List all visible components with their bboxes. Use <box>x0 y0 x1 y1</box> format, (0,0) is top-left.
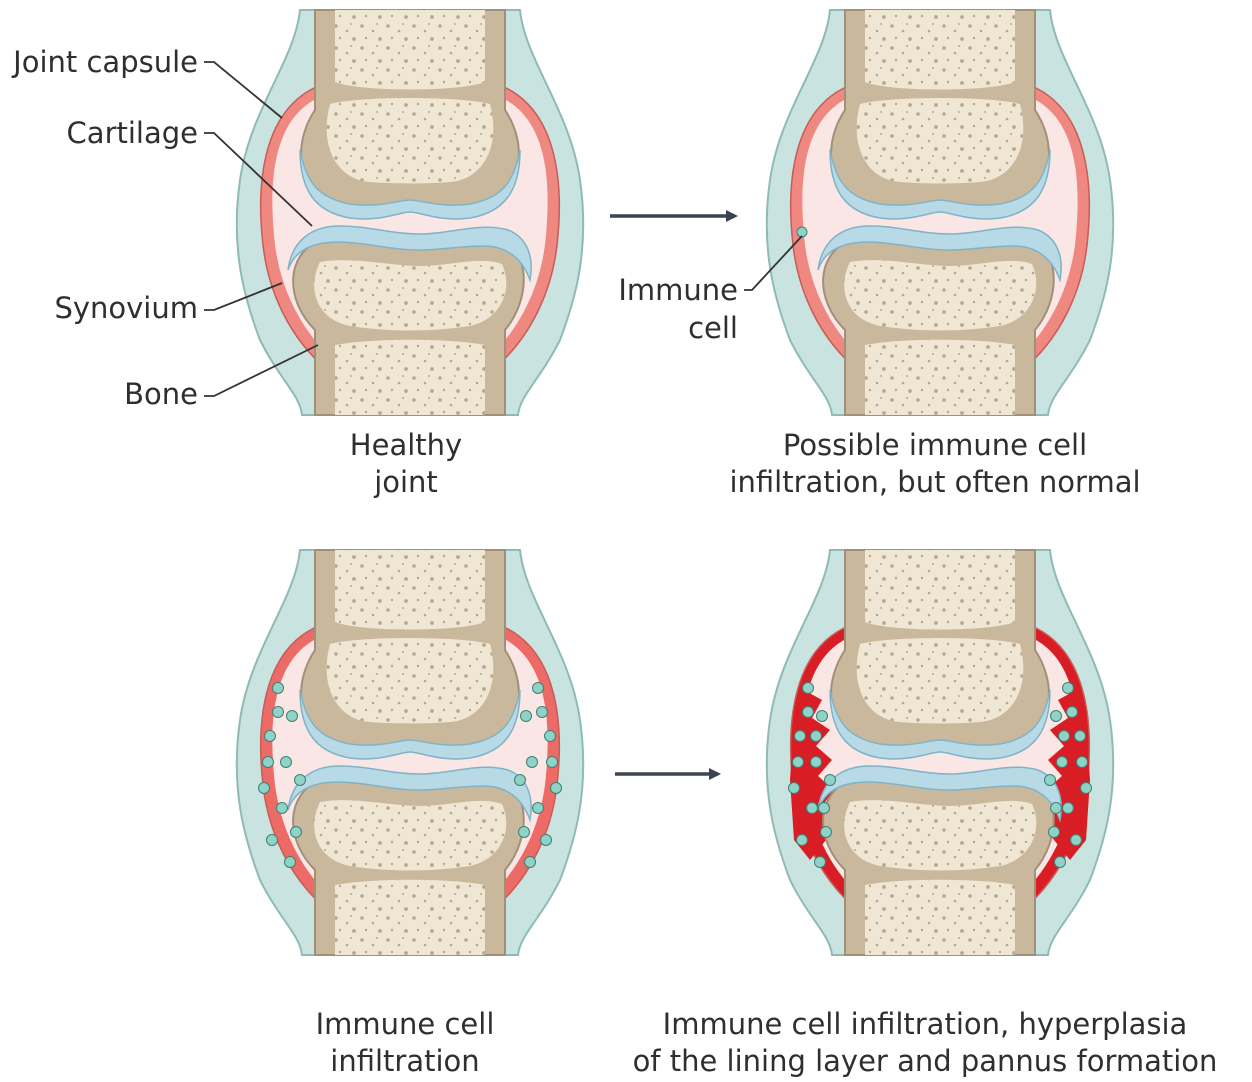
joint-panel-pannus <box>767 550 1113 955</box>
lower-marrow-texture <box>335 340 485 415</box>
immune-cell <box>527 757 538 768</box>
immune-cell <box>1081 783 1092 794</box>
caption-pannus-line1: Immune cell infiltration, hyperplasia <box>663 1007 1188 1041</box>
immune-cell <box>545 731 556 742</box>
immune-cell <box>1057 757 1068 768</box>
immune-cell <box>295 775 306 786</box>
caption-healthy-line1: Healthy <box>350 428 462 462</box>
immune-cell <box>521 711 532 722</box>
immune-cell <box>547 757 558 768</box>
immune-cell <box>259 783 270 794</box>
immune-cell <box>533 803 544 814</box>
joint-panel-early <box>767 10 1113 415</box>
immune-cell <box>803 683 814 694</box>
lower-epiphysis-texture <box>844 800 1036 870</box>
immune-cell <box>515 775 526 786</box>
immune-cell <box>811 757 822 768</box>
joint-panel-infiltration <box>237 550 583 955</box>
upper-epiphysis-texture <box>327 98 494 184</box>
immune-cell <box>797 835 808 846</box>
immune-cell <box>807 803 818 814</box>
immune-cell <box>803 707 814 718</box>
upper-epiphysis-texture <box>857 638 1024 724</box>
immune-cell <box>1059 731 1070 742</box>
caption-healthy-line2: joint <box>373 465 438 499</box>
upper-marrow-texture <box>865 10 1015 90</box>
immune-cell <box>287 711 298 722</box>
immune-cell <box>811 731 822 742</box>
lower-marrow-texture <box>865 340 1015 415</box>
immune-cell <box>819 803 830 814</box>
label-joint-capsule: Joint capsule <box>11 45 198 79</box>
upper-epiphysis-texture <box>857 98 1024 184</box>
immune-cell <box>1051 803 1062 814</box>
upper-epiphysis-texture <box>327 638 494 724</box>
immune-cell <box>793 757 804 768</box>
immune-cell <box>1075 731 1086 742</box>
immune-cell <box>265 731 276 742</box>
immune-cell <box>273 683 284 694</box>
lower-epiphysis-texture <box>844 260 1036 330</box>
immune-cell <box>519 827 530 838</box>
caption-early-line1: Possible immune cell <box>783 428 1087 462</box>
upper-marrow-texture <box>335 550 485 630</box>
immune-cell <box>541 835 552 846</box>
immune-cell <box>525 857 536 868</box>
immune-cell <box>285 857 296 868</box>
label-bone: Bone <box>124 377 198 411</box>
label-immune-cell-line2: cell <box>688 311 738 345</box>
immune-cell <box>797 227 807 237</box>
immune-cell <box>281 757 292 768</box>
immune-cell <box>551 783 562 794</box>
immune-cell <box>263 757 274 768</box>
immune-cell <box>1071 835 1082 846</box>
immune-cell <box>815 857 826 868</box>
immune-cell <box>789 783 800 794</box>
label-synovium: Synovium <box>54 291 198 325</box>
immune-cell <box>825 775 836 786</box>
immune-cell <box>1063 683 1074 694</box>
lower-epiphysis-texture <box>314 260 506 330</box>
caption-infiltration-line2: infiltration <box>330 1044 479 1078</box>
immune-cell <box>1049 827 1060 838</box>
immune-cell <box>277 803 288 814</box>
label-cartilage: Cartilage <box>67 116 198 150</box>
upper-marrow-texture <box>335 10 485 90</box>
immune-cell <box>1077 757 1088 768</box>
immune-cell <box>267 835 278 846</box>
immune-cell <box>533 683 544 694</box>
joint-panel-healthy <box>237 10 583 415</box>
lower-epiphysis-texture <box>314 800 506 870</box>
immune-cell <box>817 711 828 722</box>
immune-cell <box>1051 711 1062 722</box>
caption-infiltration-line1: Immune cell <box>316 1007 495 1041</box>
immune-cell <box>1067 707 1078 718</box>
lower-marrow-texture <box>865 880 1015 955</box>
immune-cell <box>537 707 548 718</box>
immune-cell <box>291 827 302 838</box>
immune-cell <box>821 827 832 838</box>
immune-cell <box>795 731 806 742</box>
upper-marrow-texture <box>865 550 1015 630</box>
label-immune-cell-line1: Immune <box>618 273 738 307</box>
caption-early-line2: infiltration, but often normal <box>729 465 1140 499</box>
immune-cell <box>273 707 284 718</box>
immune-cell <box>1063 803 1074 814</box>
immune-cell <box>1045 775 1056 786</box>
lower-marrow-texture <box>335 880 485 955</box>
immune-cell <box>1055 857 1066 868</box>
caption-pannus-line2: of the lining layer and pannus formation <box>633 1044 1218 1078</box>
